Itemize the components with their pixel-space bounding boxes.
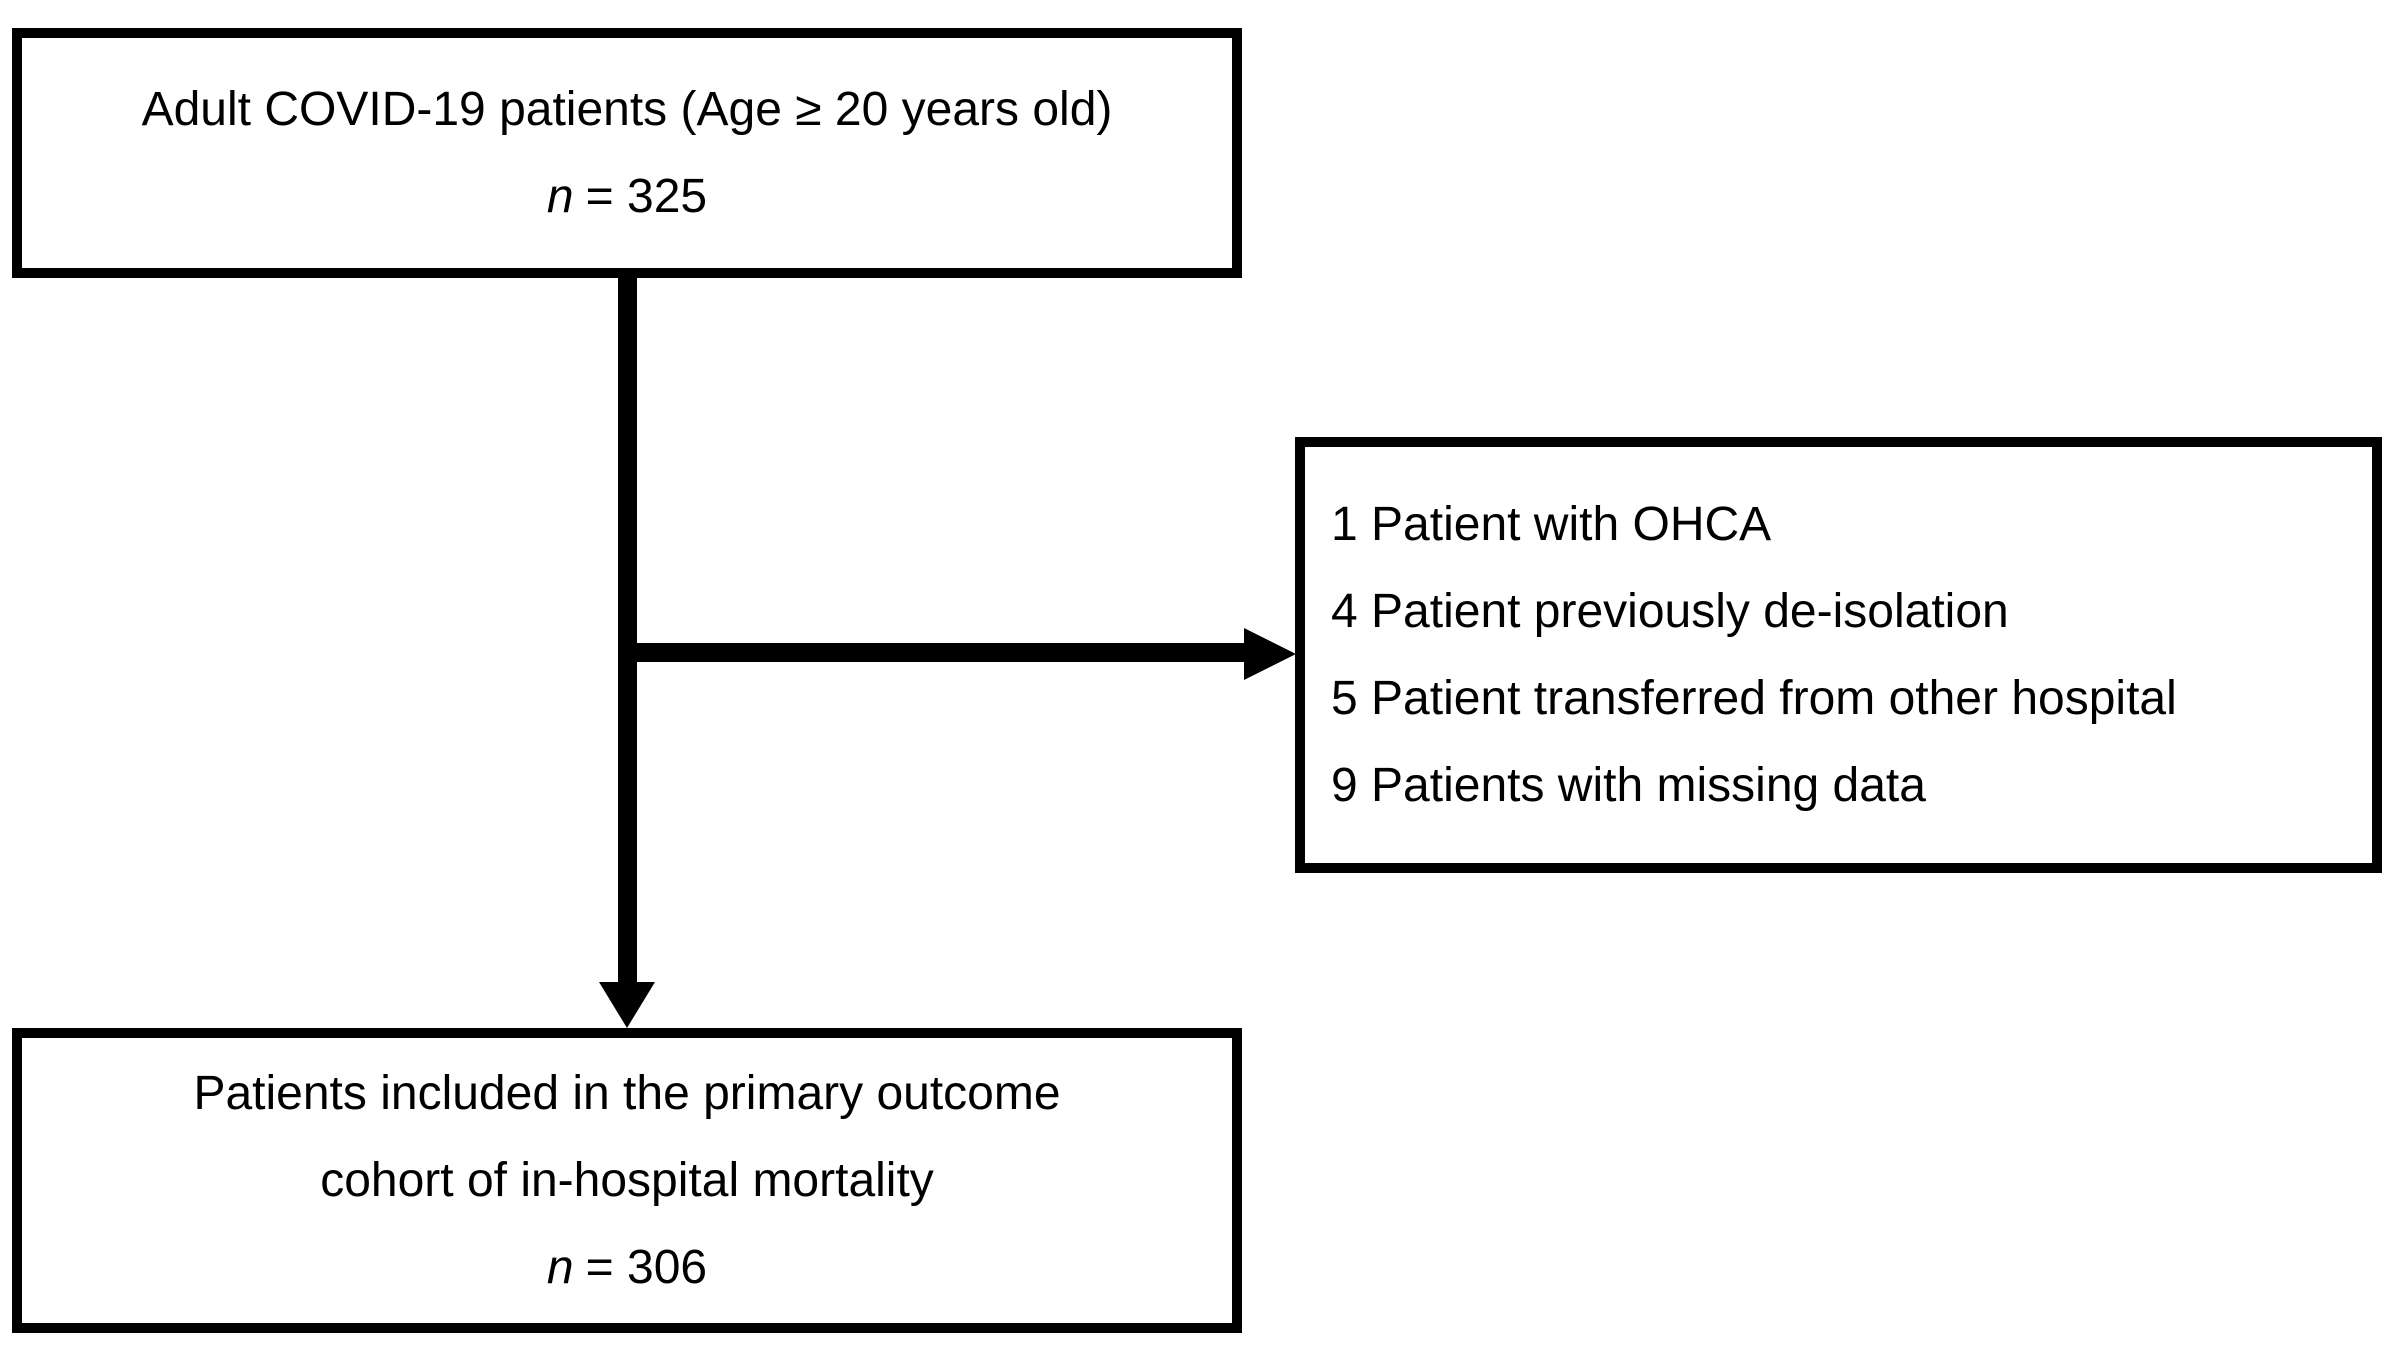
n-value: = 325 xyxy=(585,170,708,223)
outcome-title-line1: Patients included in the primary outcome xyxy=(193,1067,1061,1120)
n-value: = 306 xyxy=(585,1241,708,1294)
horizontal-connector-line xyxy=(627,643,1244,662)
exclusion-item: 4 Patient previously de-isolation xyxy=(1331,585,2009,638)
exclusion-box: 1 Patient with OHCA 4 Patient previously… xyxy=(1295,437,2382,873)
enrollment-count: n= 325 xyxy=(547,153,707,240)
vertical-connector-line xyxy=(618,278,637,984)
enrollment-box: Adult COVID-19 patients (Age ≥ 20 years … xyxy=(12,28,1242,278)
down-arrowhead-icon xyxy=(599,982,655,1028)
n-symbol: n xyxy=(546,1241,574,1294)
outcome-box: Patients included in the primary outcome… xyxy=(12,1028,1242,1333)
exclusion-item: 1 Patient with OHCA xyxy=(1331,498,1772,551)
outcome-count: n= 306 xyxy=(547,1224,707,1311)
exclusion-item: 9 Patients with missing data xyxy=(1331,759,1926,812)
enrollment-title: Adult COVID-19 patients (Age ≥ 20 years … xyxy=(141,83,1113,136)
right-arrowhead-icon xyxy=(1244,628,1296,680)
exclusion-item: 5 Patient transferred from other hospita… xyxy=(1331,672,2177,725)
outcome-title-line2: cohort of in-hospital mortality xyxy=(320,1154,934,1207)
n-symbol: n xyxy=(546,170,574,223)
